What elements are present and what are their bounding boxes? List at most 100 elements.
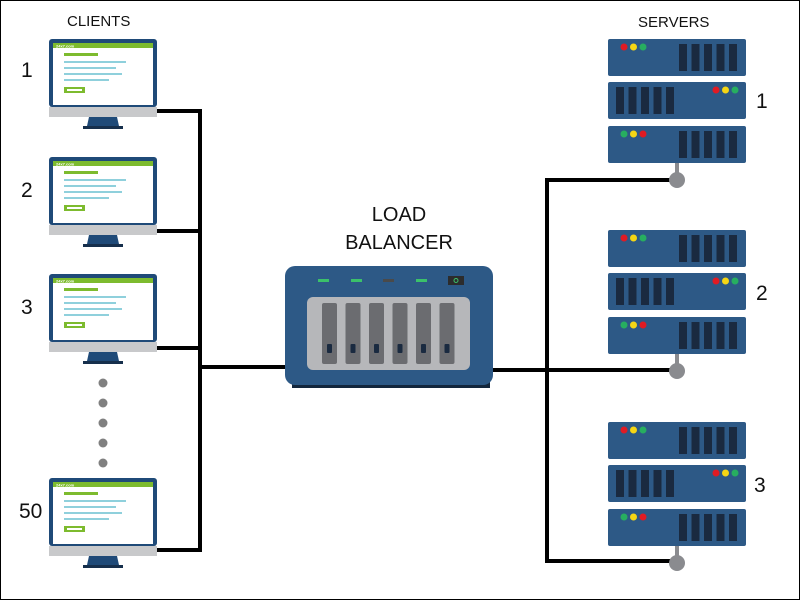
screen-text-line (64, 67, 116, 69)
screen-text-line (64, 506, 116, 508)
client-monitor-4: 24x7.com (49, 478, 157, 568)
server-drive-slot (679, 131, 687, 158)
server-led (620, 426, 628, 434)
lb-drive (345, 303, 361, 364)
server-drive-slot (679, 514, 687, 541)
server-unit (608, 230, 746, 267)
server-drive-slot (716, 427, 725, 454)
client-label-2: 2 (21, 179, 33, 202)
lb-status-led (351, 279, 362, 282)
screen-text-line (64, 308, 122, 310)
servers-heading: SERVERS (638, 14, 710, 31)
server-unit (608, 422, 746, 459)
server-led (712, 469, 720, 477)
server-drive-slot (679, 44, 687, 71)
monitor-stand (87, 556, 119, 565)
browser-bar (53, 43, 153, 48)
lb-drive-latch (421, 344, 426, 353)
server-led (639, 234, 647, 242)
monitor-stand (87, 117, 119, 126)
screen-heading-bar (64, 53, 98, 56)
server-drive-slot (616, 470, 624, 497)
server-connector-node (669, 363, 685, 379)
server-drive-slot (729, 514, 737, 541)
server-label-2: 2 (756, 282, 768, 305)
screen-text-line (64, 79, 109, 81)
server-drive-slot (729, 131, 737, 158)
screen-text-line (64, 296, 126, 298)
server-led (620, 513, 628, 521)
screen-text-line (64, 61, 126, 63)
server-drive-slot (653, 470, 662, 497)
server-drive-slot (729, 44, 737, 71)
screen-button-label (67, 528, 82, 530)
monitor-chin (49, 225, 157, 235)
lb-status-led (318, 279, 329, 282)
client-label-50: 50 (19, 500, 43, 523)
screen-logo-text: 24x7.com (56, 162, 75, 167)
power-icon (453, 278, 459, 283)
ellipsis-dot (98, 378, 108, 388)
server-led (630, 513, 637, 521)
lb-drive-latch (350, 344, 356, 353)
server-drive-slot (691, 131, 700, 158)
server-drive-slot (641, 470, 649, 497)
screen-logo-text: 24x7.com (56, 44, 75, 49)
monitor-base (83, 244, 123, 247)
browser-bar (53, 482, 153, 487)
client-monitor-2: 24x7.com (49, 157, 157, 247)
server-drive-slot (729, 322, 737, 349)
server-drive-slot (666, 278, 674, 305)
server-drive-slot (691, 44, 700, 71)
ellipsis-dot (98, 398, 108, 408)
screen-heading-bar (64, 492, 98, 495)
server-drive-slot (616, 87, 624, 114)
server-led (620, 43, 628, 51)
screen-text-line (64, 500, 126, 502)
server-led (731, 469, 739, 477)
server-led (731, 277, 739, 285)
server-drive-slot (653, 87, 662, 114)
screen-logo-text: 24x7.com (56, 279, 75, 284)
monitor-base (83, 565, 123, 568)
screen-text-line (64, 197, 109, 199)
screen-text-line (64, 73, 122, 75)
server-drive-slot (691, 427, 700, 454)
server-stack-2 (608, 230, 746, 379)
screen-heading-bar (64, 288, 98, 291)
server-drive-slot (628, 470, 637, 497)
server-drive-slot (628, 87, 637, 114)
ellipsis-dot (98, 438, 108, 448)
server-led (639, 130, 647, 138)
lb-drive (322, 303, 337, 364)
server-drive-slot (666, 470, 674, 497)
server-drive-slot (691, 514, 700, 541)
server-drive-slot (716, 131, 725, 158)
server-led (620, 321, 628, 329)
load-balancer-title-line1: LOAD (371, 204, 427, 226)
lb-drive (416, 303, 431, 364)
server-drive-slot (679, 322, 687, 349)
server-drive-slot (679, 235, 687, 262)
server-label-3: 3 (754, 474, 766, 497)
server-led (620, 130, 628, 138)
monitor-base (83, 361, 123, 364)
browser-bar (53, 161, 153, 166)
screen-text-line (64, 179, 126, 181)
server-led (639, 43, 647, 51)
server-drive-slot (716, 514, 725, 541)
lb-drive (392, 303, 408, 364)
server-drive-slot (628, 278, 637, 305)
load-balancer-title-line2: BALANCER (345, 232, 453, 254)
server-led (639, 513, 647, 521)
load-balancer-device (285, 266, 493, 388)
server-drive-slot (691, 235, 700, 262)
screen-text-line (64, 518, 109, 520)
server-drive-slot (691, 322, 700, 349)
lb-drive-latch (374, 344, 379, 353)
server-stack-1 (608, 39, 746, 188)
monitor-base (83, 126, 123, 129)
server-drive-slot (729, 235, 737, 262)
screen-text-line (64, 191, 122, 193)
